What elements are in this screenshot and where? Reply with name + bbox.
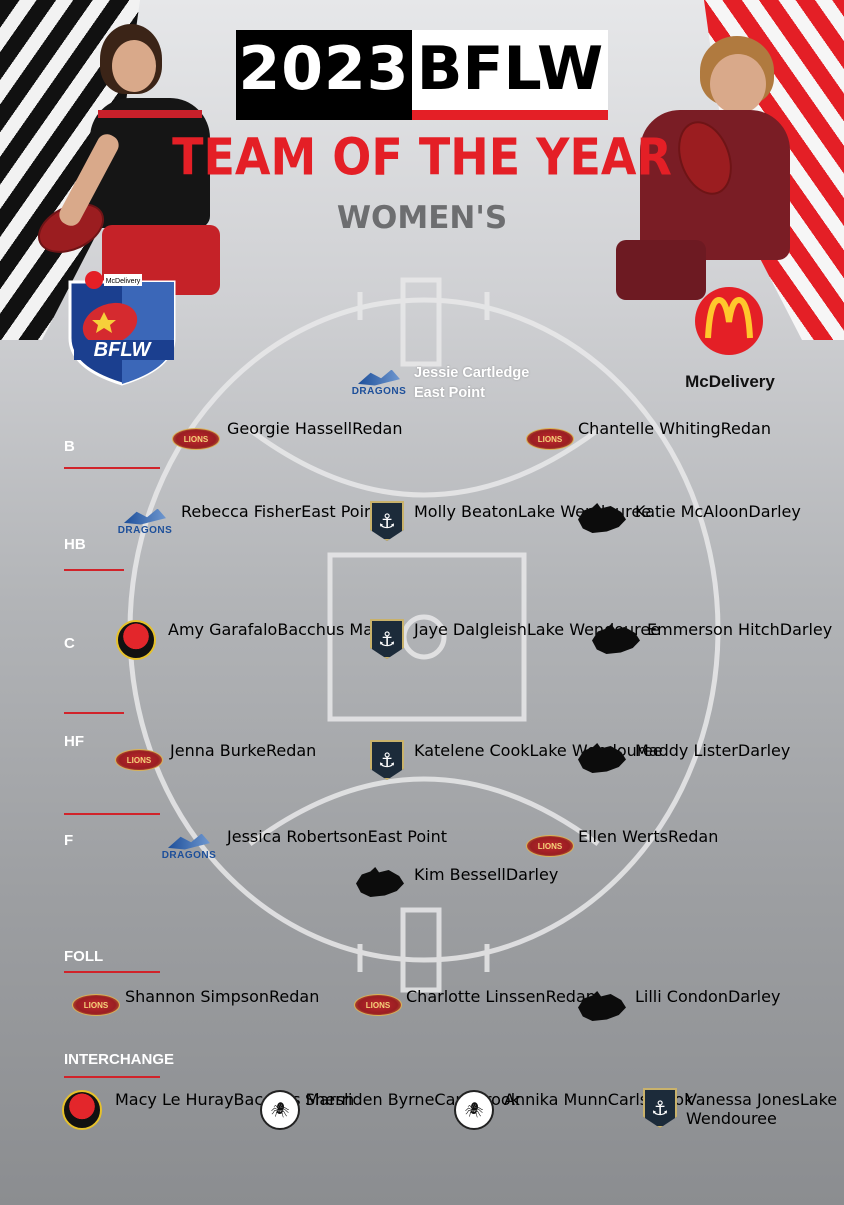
row-divider bbox=[64, 467, 160, 469]
player-club: Redan bbox=[265, 741, 317, 760]
title-team-of-the-year: TEAM OF THE YEAR bbox=[172, 127, 672, 187]
title-league: BFLW bbox=[416, 34, 604, 104]
player-entry: Chantelle WhitingRedan bbox=[578, 419, 771, 438]
player-club: Lake Wendouree bbox=[686, 1090, 838, 1128]
player-name: Kim Bessell bbox=[414, 865, 506, 884]
player-name: Vanessa Jones bbox=[686, 1090, 800, 1109]
player-club: Darley bbox=[779, 620, 833, 639]
row-divider bbox=[64, 1076, 160, 1078]
player-club: Redan bbox=[720, 419, 771, 438]
player-name: Emmerson Hitch bbox=[647, 620, 780, 639]
player-club: Bacchus Marsh bbox=[277, 620, 399, 639]
row-label-half-back: HB bbox=[64, 536, 86, 553]
player-entry: Kim BessellDarley bbox=[414, 865, 558, 884]
row-label-back: B bbox=[64, 438, 75, 455]
row-divider bbox=[64, 813, 160, 815]
dragons-icon: DRAGONS bbox=[154, 830, 224, 864]
player-club: Redan bbox=[667, 827, 719, 846]
player-name: Jessica Robertson bbox=[227, 827, 368, 846]
player-name: Jaye Dalgleish bbox=[414, 620, 527, 639]
title-red-bar bbox=[412, 110, 608, 120]
player-entry: Amy GarafaloBacchus Marsh bbox=[168, 620, 398, 639]
player-name: Rebecca Fisher bbox=[181, 502, 302, 521]
player-name: Lilli Condon bbox=[635, 987, 728, 1006]
player-club: Darley bbox=[505, 865, 559, 884]
player-name: Ellen Werts bbox=[578, 827, 668, 846]
lions-icon: LIONS bbox=[526, 835, 574, 857]
anchor-icon: ⚓ bbox=[370, 501, 404, 541]
player-name: Molly Beaton bbox=[414, 502, 518, 521]
player-name: Maddy Lister bbox=[635, 741, 738, 760]
anchor-icon: ⚓ bbox=[370, 740, 404, 780]
player-name: Jenna Burke bbox=[170, 741, 266, 760]
redbacks-icon: 🕷 bbox=[454, 1090, 494, 1130]
player-entry: Lilli CondonDarley bbox=[635, 987, 780, 1006]
player-club: Darley bbox=[748, 502, 801, 521]
player-entry: Rebecca FisherEast Point bbox=[181, 502, 380, 521]
lions-icon: LIONS bbox=[72, 994, 120, 1016]
player-club: East Point bbox=[367, 827, 448, 846]
player-entry: Emmerson HitchDarley bbox=[647, 620, 832, 639]
player-club: Redan bbox=[352, 419, 403, 438]
player-entry: Shannon SimpsonRedan bbox=[125, 987, 319, 1006]
cobras-icon bbox=[62, 1090, 102, 1130]
player-club: Lake Wendouree bbox=[526, 620, 661, 639]
title-year-panel bbox=[236, 30, 412, 120]
row-label-centre: C bbox=[64, 635, 75, 652]
player-name: Charlotte Linssen bbox=[406, 987, 546, 1006]
title-womens: WOMEN'S bbox=[336, 200, 508, 236]
player-club: East Point bbox=[301, 502, 381, 521]
player-entry: Katelene CookLake Wendouree bbox=[414, 741, 663, 760]
player-club: East Point bbox=[414, 385, 485, 401]
player-name: Jessie Cartledge bbox=[414, 365, 530, 381]
player-name: Sherriden Byrne bbox=[305, 1090, 435, 1109]
redbacks-icon: 🕷 bbox=[260, 1090, 300, 1130]
row-divider bbox=[64, 971, 160, 973]
player-name: Katelene Cook bbox=[414, 741, 530, 760]
player-entry: Ellen WertsRedan bbox=[578, 827, 718, 846]
right-player-photo bbox=[600, 20, 800, 310]
lions-icon: LIONS bbox=[115, 749, 163, 771]
player-name: Shannon Simpson bbox=[125, 987, 270, 1006]
player-entry: Vanessa JonesLake Wendouree bbox=[686, 1090, 844, 1128]
player-name: Chantelle Whiting bbox=[578, 419, 721, 438]
row-label-followers: FOLL bbox=[64, 948, 104, 965]
left-player-photo bbox=[20, 10, 230, 310]
bflw-logo: BFLW McDelivery bbox=[64, 268, 180, 386]
player-name: Amy Garafalo bbox=[168, 620, 278, 639]
player-name: Macy Le Huray bbox=[115, 1090, 234, 1109]
cobras-icon bbox=[116, 620, 156, 660]
player-entry: Jessica RobertsonEast Point bbox=[227, 827, 447, 846]
player-name: Katie McAloon bbox=[635, 502, 749, 521]
player-entry: Georgie HassellRedan bbox=[227, 419, 402, 438]
lions-icon: LIONS bbox=[526, 428, 574, 450]
player-name: Annika Munn bbox=[504, 1090, 608, 1109]
player-entry: Maddy ListerDarley bbox=[635, 741, 790, 760]
row-label-interchange: INTERCHANGE bbox=[64, 1051, 175, 1068]
player-club: Darley bbox=[737, 741, 791, 760]
player-entry: Jenna BurkeRedan bbox=[170, 741, 316, 760]
svg-text:McDelivery: McDelivery bbox=[106, 278, 141, 285]
mcdelivery-label: McDelivery bbox=[685, 372, 775, 391]
player-entry: Charlotte LinssenRedan bbox=[406, 987, 596, 1006]
row-divider bbox=[64, 569, 124, 571]
player-name: Georgie Hassell bbox=[227, 419, 353, 438]
player-club: Redan bbox=[269, 987, 320, 1006]
row-label-half-forward: HF bbox=[64, 733, 84, 750]
svg-text:BFLW: BFLW bbox=[94, 339, 153, 361]
lions-icon: LIONS bbox=[172, 428, 220, 450]
anchor-icon: ⚓ bbox=[370, 619, 404, 659]
lions-icon: LIONS bbox=[354, 994, 402, 1016]
panther-icon bbox=[356, 867, 404, 897]
player-entry: Katie McAloonDarley bbox=[635, 502, 801, 521]
mcdonalds-logo bbox=[688, 286, 770, 356]
title-year: 2023 bbox=[238, 34, 410, 104]
anchor-icon: ⚓ bbox=[643, 1088, 677, 1128]
player-club: Darley bbox=[727, 987, 781, 1006]
row-divider bbox=[64, 712, 124, 714]
row-label-forward: F bbox=[64, 832, 74, 849]
dragons-icon: DRAGONS bbox=[110, 505, 180, 539]
dragons-icon: DRAGONS bbox=[344, 366, 414, 400]
